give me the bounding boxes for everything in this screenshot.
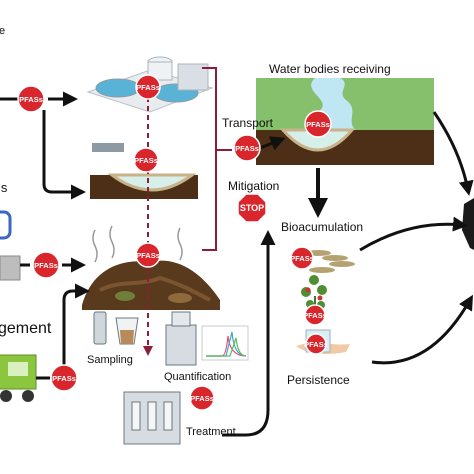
svg-text:STOP: STOP — [240, 203, 264, 213]
svg-text:PFASs: PFASs — [304, 340, 328, 349]
pfas-badge: PFASs — [304, 110, 332, 138]
svg-text:PFASs: PFASs — [134, 156, 158, 165]
products-label-fragment: ls — [0, 180, 8, 195]
stop-sign-icon: STOP — [237, 193, 267, 223]
svg-text:PFASs: PFASs — [52, 374, 76, 383]
pfas-badge: PFASs — [133, 147, 159, 173]
transport-bracket — [202, 67, 232, 251]
management-label: gement — [0, 320, 52, 337]
pfas-badge: PFASs — [17, 85, 45, 113]
transport-label: Transport — [222, 116, 273, 130]
soil-pond — [90, 173, 198, 199]
svg-text:PFASs: PFASs — [303, 311, 327, 320]
truck-icon — [0, 354, 37, 402]
sampling-label: Sampling — [87, 354, 133, 366]
discharge-pipe — [92, 143, 124, 152]
pfas-badge: PFASs — [32, 251, 60, 279]
svg-text:PFASs: PFASs — [136, 251, 160, 260]
quantification-label: Quantification — [164, 371, 232, 383]
lab-equipment — [93, 311, 249, 445]
mitigation-label: Mitigation — [228, 179, 280, 193]
water-body-illustration — [256, 78, 434, 165]
pfas-badge: PFASs — [290, 246, 314, 270]
persistence-label: Persistence — [287, 373, 350, 387]
pfas-badge: PFASs — [50, 364, 78, 392]
compost-pile — [82, 225, 220, 310]
svg-text:PFASs: PFASs — [235, 144, 259, 153]
pfas-badge: PFASs — [304, 333, 328, 355]
product-icons — [0, 210, 21, 281]
pfas-badge: PFASs — [303, 304, 327, 326]
svg-text:PFASs: PFASs — [306, 120, 330, 129]
svg-text:PFASs: PFASs — [19, 95, 43, 104]
pfas-badge: PFASs — [189, 385, 215, 411]
treatment-label: Treatment — [186, 426, 236, 438]
pfas-badge: PFASs — [135, 242, 161, 268]
pfas-badge: PFASs — [233, 134, 261, 162]
svg-text:PFASs: PFASs — [34, 261, 58, 270]
bioaccumulation-label: Bioacumulation — [281, 220, 364, 234]
pfas-badge: PFASs — [135, 74, 161, 100]
corner-mark: e — [0, 25, 6, 37]
human-silhouette — [462, 198, 474, 250]
svg-text:PFASs: PFASs — [290, 254, 314, 263]
svg-text:PFASs: PFASs — [136, 83, 160, 92]
water-bodies-label: Water bodies receiving — [269, 62, 391, 76]
flow-arrows — [0, 91, 474, 437]
svg-text:PFASs: PFASs — [190, 394, 214, 403]
